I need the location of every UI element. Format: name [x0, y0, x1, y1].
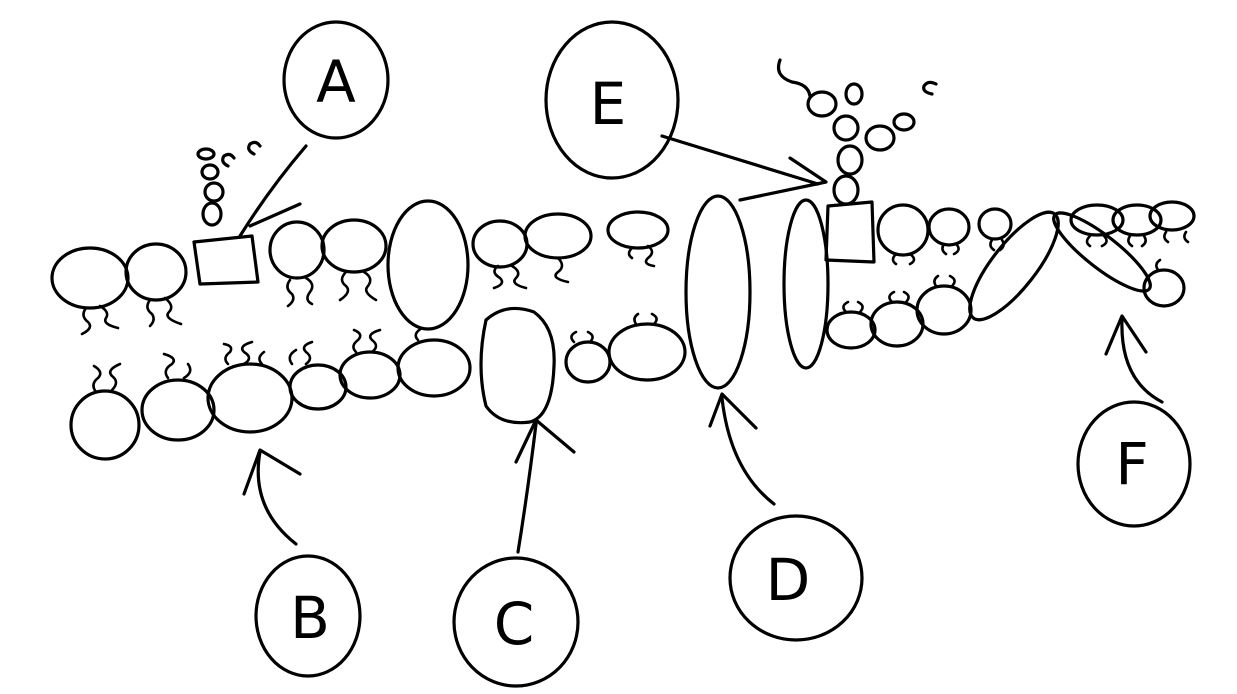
label-d-text: D — [766, 546, 811, 614]
label-c-text: C — [494, 590, 535, 658]
lower-leaflet-heads — [71, 270, 1184, 459]
label-a: A — [284, 22, 388, 138]
glycoprotein-e-box — [779, 60, 937, 262]
label-e-text: E — [590, 70, 627, 138]
label-e: E — [546, 22, 678, 178]
integral-protein-c — [481, 308, 554, 422]
lower-leaflet-tails — [93, 260, 1160, 392]
label-b: B — [256, 556, 360, 676]
arrows — [240, 136, 1162, 552]
label-f-text: F — [1115, 430, 1148, 498]
label-c: C — [454, 558, 578, 686]
label-d: D — [730, 516, 862, 640]
transmembrane-protein-e — [784, 200, 828, 368]
label-b-text: B — [290, 584, 330, 652]
label-f: F — [1078, 402, 1190, 526]
glycoprotein-a — [194, 142, 260, 284]
peripheral-protein — [388, 201, 468, 329]
channel-protein-f — [956, 200, 1159, 331]
transmembrane-protein-d — [686, 196, 750, 388]
label-a-text: A — [316, 48, 356, 116]
